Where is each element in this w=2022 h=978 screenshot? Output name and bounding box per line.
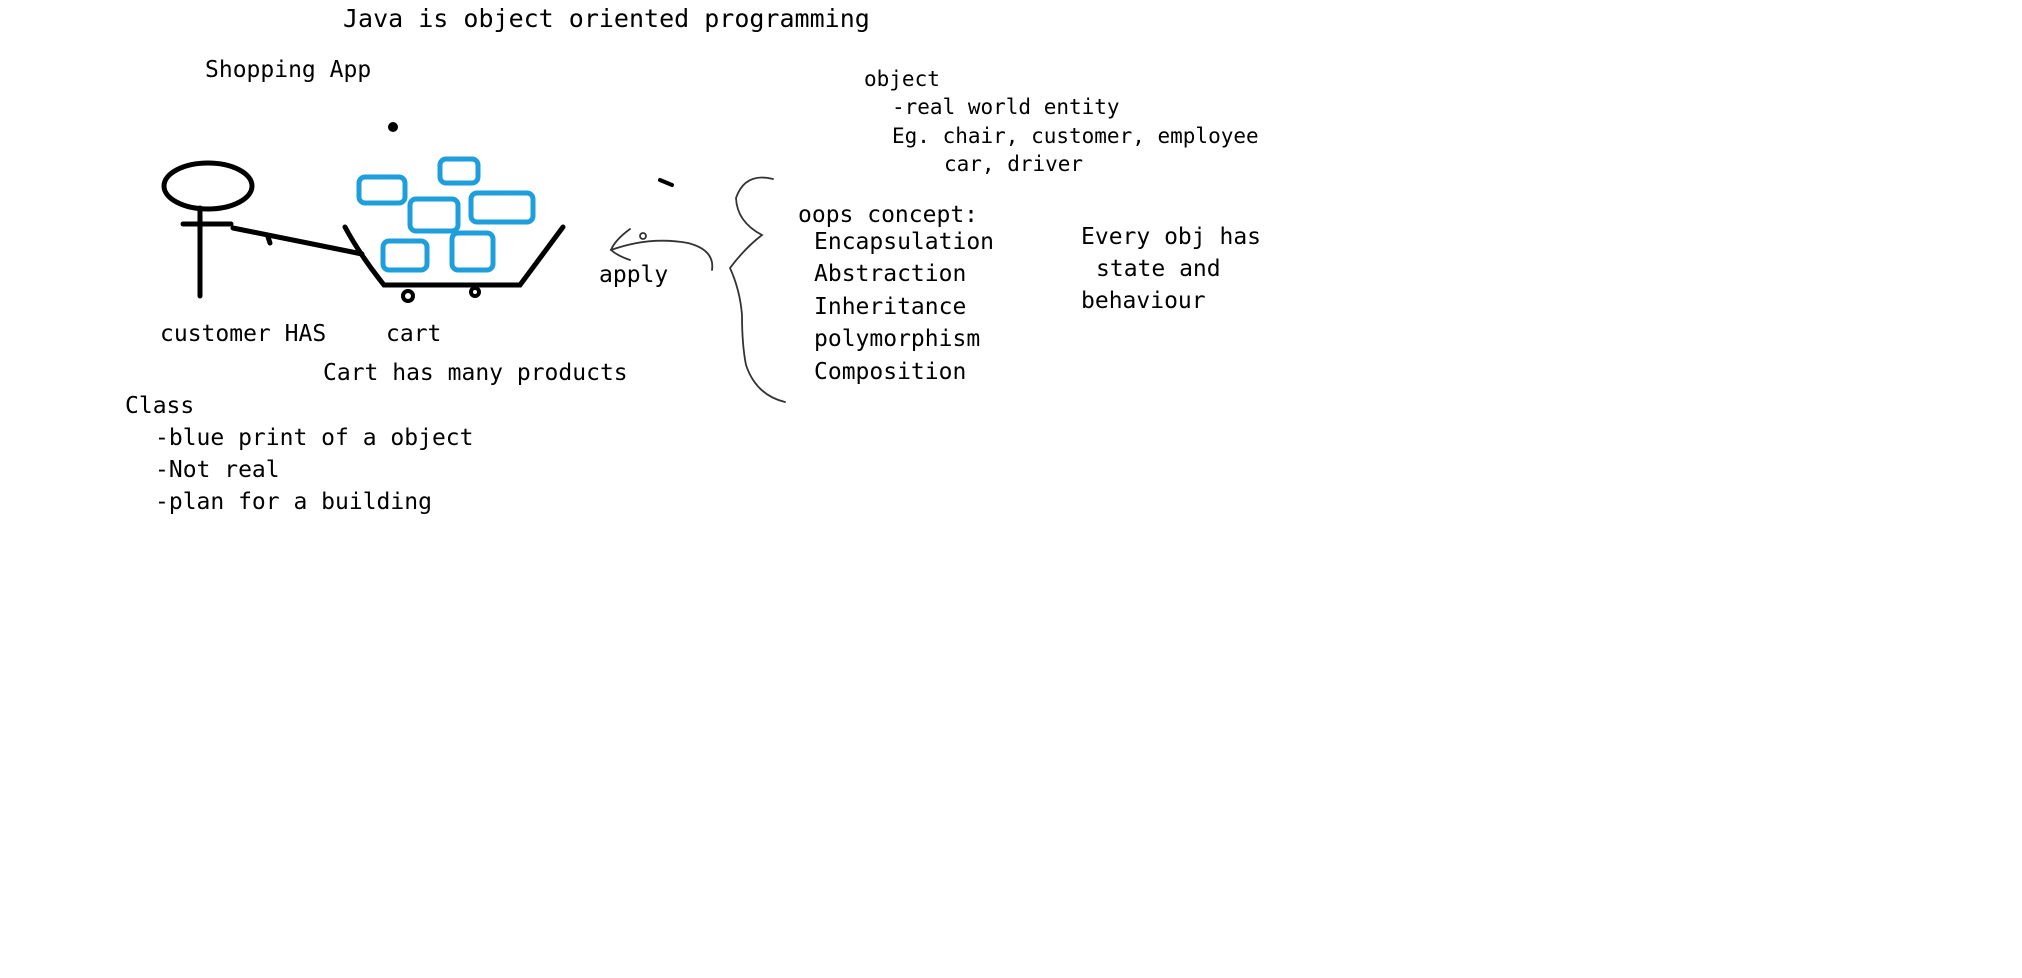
customer-label: customer HAS <box>160 321 327 347</box>
product-box <box>380 238 430 273</box>
cart-note: Cart has many products <box>323 360 628 386</box>
page-title: Java is object oriented programming <box>343 4 870 33</box>
every-obj-line: behaviour <box>1081 288 1206 314</box>
object-point: -real world entity <box>892 95 1120 119</box>
oops-item: polymorphism <box>814 326 981 352</box>
oops-item: Abstraction <box>814 261 967 287</box>
class-heading: Class <box>125 393 195 419</box>
oops-item: Encapsulation <box>814 229 995 255</box>
every-obj-line: state and <box>1096 256 1221 282</box>
ink-dot <box>388 122 398 132</box>
class-point: -plan for a building <box>155 489 432 515</box>
cart-drawing <box>342 224 566 303</box>
cart-basket <box>342 224 566 288</box>
shopping-app-label: Shopping App <box>205 57 372 83</box>
customer-hand-mark <box>265 234 273 246</box>
customer-arm-to-cart <box>230 225 365 257</box>
object-examples-cont: car, driver <box>944 152 1084 176</box>
product-box <box>437 156 481 186</box>
oops-item: Composition <box>814 359 967 385</box>
class-point: -Not real <box>155 457 280 483</box>
product-box <box>449 230 496 273</box>
cart-wheel-right <box>469 286 481 298</box>
object-examples: Eg. chair, customer, employee <box>892 124 1259 148</box>
customer-head <box>161 160 255 212</box>
cart-label: cart <box>386 321 442 347</box>
apply-arrow-sketch <box>609 228 714 271</box>
product-box <box>468 190 536 225</box>
product-box <box>407 196 461 234</box>
oops-item: Inheritance <box>814 294 967 320</box>
ink-dash <box>658 178 674 187</box>
apply-label: apply <box>599 262 669 288</box>
every-obj-line: Every obj has <box>1081 224 1262 250</box>
class-point: -blue print of a object <box>155 425 474 451</box>
customer-stick-figure <box>161 160 365 299</box>
product-box <box>356 174 408 206</box>
oops-heading: oops concept: <box>798 202 979 228</box>
cart-wheel-left <box>401 289 415 303</box>
product-boxes <box>356 156 536 273</box>
curly-brace <box>728 176 786 403</box>
object-heading: object <box>864 67 940 91</box>
